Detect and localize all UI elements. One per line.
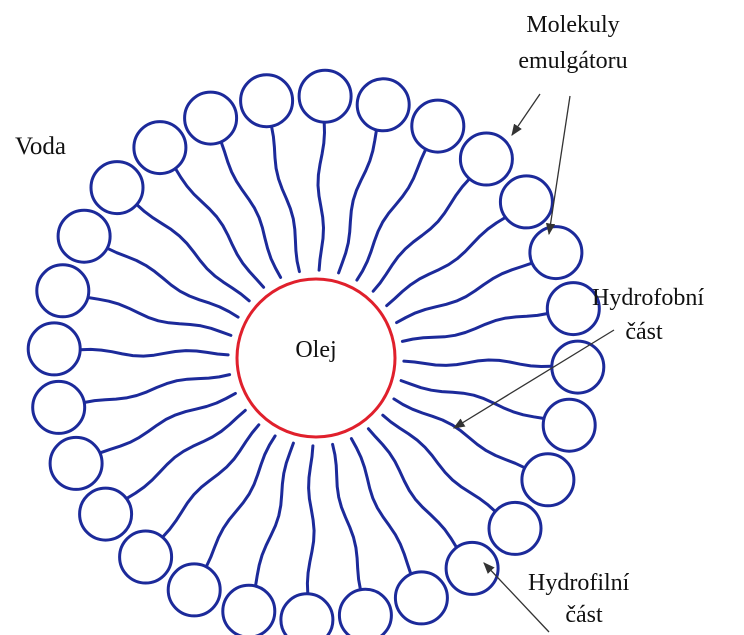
hydrophilic-head — [120, 531, 172, 583]
hydrophobic-tail — [318, 122, 325, 270]
hydrophobic-tail — [333, 444, 361, 589]
hydrophilic-head — [339, 589, 391, 635]
hydrophobic-tail — [175, 169, 263, 288]
hydrophilic-label-line2: část — [565, 602, 603, 628]
hydrophilic-head — [500, 176, 552, 228]
emulsifier-label-line2: emulgátoru — [518, 48, 627, 74]
hydrophobic-tail — [368, 429, 456, 548]
hydrophobic-tail — [163, 425, 259, 538]
hydrophilic-label-line1: Hydrofilní — [528, 570, 630, 596]
hydrophilic-head — [530, 227, 582, 279]
oil-label: Olej — [295, 337, 336, 363]
hydrophilic-head — [281, 594, 333, 635]
hydrophobic-tail — [84, 375, 229, 403]
hydrophilic-head — [185, 92, 237, 144]
hydrophilic-head — [412, 100, 464, 152]
hydrophobic-tail — [351, 439, 411, 574]
hydrophobic-tail — [383, 415, 496, 511]
hydrophobic-tail — [127, 410, 246, 498]
hydrophobic-tail — [402, 314, 547, 342]
hydrophilic-head — [28, 323, 80, 375]
hydrophobic-tail — [387, 217, 506, 305]
hydrophilic-head — [543, 399, 595, 451]
hydrophobic-label-line2: část — [625, 319, 663, 345]
hydrophobic-label-line1: Hydrofobní — [592, 285, 704, 311]
hydrophilic-head — [50, 437, 102, 489]
hydrophobic-tail — [100, 393, 236, 453]
hydrophobic-tail — [137, 205, 250, 301]
hydrophilic-head — [489, 502, 541, 554]
hydrophilic-head — [446, 542, 498, 594]
hydrophilic-head — [299, 70, 351, 122]
hydrophilic-head — [460, 133, 512, 185]
hydrophilic-head — [241, 75, 293, 127]
hydrophilic-head — [168, 564, 220, 616]
hydrophobic-tail — [373, 179, 469, 292]
hydrophilic-head — [58, 210, 110, 262]
emulsifier-arrow-2 — [549, 96, 570, 234]
emulsifier-arrow-1 — [512, 94, 540, 135]
hydrophilic-head — [134, 122, 186, 174]
hydrophobic-tail — [397, 263, 532, 323]
hydrophilic-head — [91, 162, 143, 214]
hydrophilic-head — [37, 265, 89, 317]
hydrophilic-head — [357, 79, 409, 131]
hydrophobic-tail — [307, 446, 314, 594]
hydrophobic-tail — [272, 126, 300, 271]
hydrophobic-tail — [80, 349, 228, 356]
hydrophilic-head — [552, 341, 604, 393]
hydrophobic-tail — [404, 360, 552, 367]
hydrophilic-head — [395, 572, 447, 624]
hydrophilic-head — [223, 585, 275, 635]
emulsifier-label-line1: Molekuly — [526, 12, 619, 38]
hydrophilic-head — [522, 454, 574, 506]
water-label: Voda — [15, 133, 66, 160]
hydrophilic-head — [33, 381, 85, 433]
hydrophilic-head — [80, 488, 132, 540]
hydrophobic-tail — [221, 142, 281, 278]
